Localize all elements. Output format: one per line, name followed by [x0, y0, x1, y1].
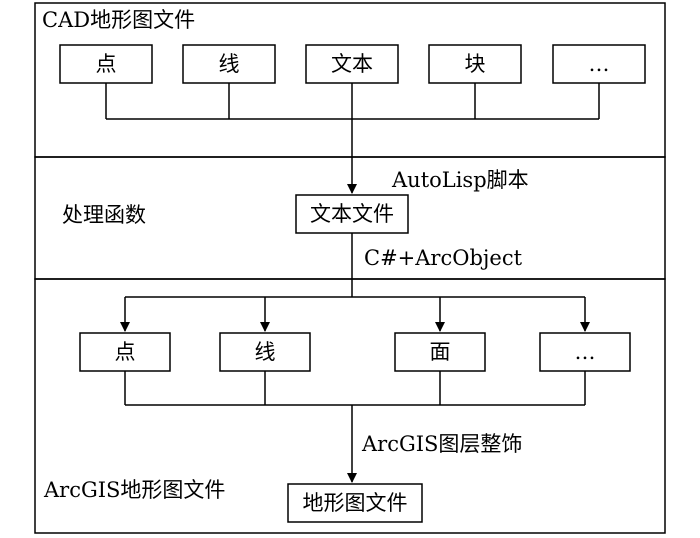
cad-item-point-box	[59, 44, 153, 84]
arcgis-section-title: ArcGIS地形图文件	[43, 478, 225, 502]
autolisp-label: AutoLisp脚本	[391, 168, 529, 192]
cad-item-text-box	[305, 44, 399, 84]
cad-item-more-box	[552, 44, 646, 84]
output-file-box	[287, 483, 423, 523]
arcgis-distribution-connectors	[120, 233, 590, 332]
arcgis-item-point-box	[79, 332, 171, 372]
cad-item-block-label: 块	[465, 52, 486, 76]
csharp-arcobject-label: C#+ArcObject	[364, 246, 523, 270]
cad-item-point-label: 点	[96, 52, 117, 76]
arcgis-decorate-label: ArcGIS图层整饰	[361, 432, 522, 456]
cad-item-block-box	[428, 44, 522, 84]
cad-item-line-label: 线	[219, 52, 240, 76]
processing-section-title: 处理函数	[62, 203, 146, 227]
cad-connectors	[105, 83, 600, 194]
arcgis-merge-connectors	[124, 371, 586, 483]
text-file-box	[295, 194, 409, 234]
arcgis-item-point-label: 点	[115, 340, 136, 364]
cad-item-text-label: 文本	[331, 52, 373, 76]
arcgis-item-line-box	[219, 332, 311, 372]
arcgis-item-polygon-box	[394, 332, 486, 372]
text-file-label: 文本文件	[310, 202, 394, 226]
arcgis-section-frame	[34, 278, 666, 534]
arcgis-item-more-label: …	[575, 340, 596, 364]
output-file-label: 地形图文件	[303, 491, 408, 515]
cad-item-more-label: …	[589, 52, 610, 76]
arcgis-item-line-label: 线	[255, 340, 276, 364]
cad-section-title: CAD地形图文件	[42, 8, 195, 32]
arcgis-item-polygon-label: 面	[430, 340, 451, 364]
